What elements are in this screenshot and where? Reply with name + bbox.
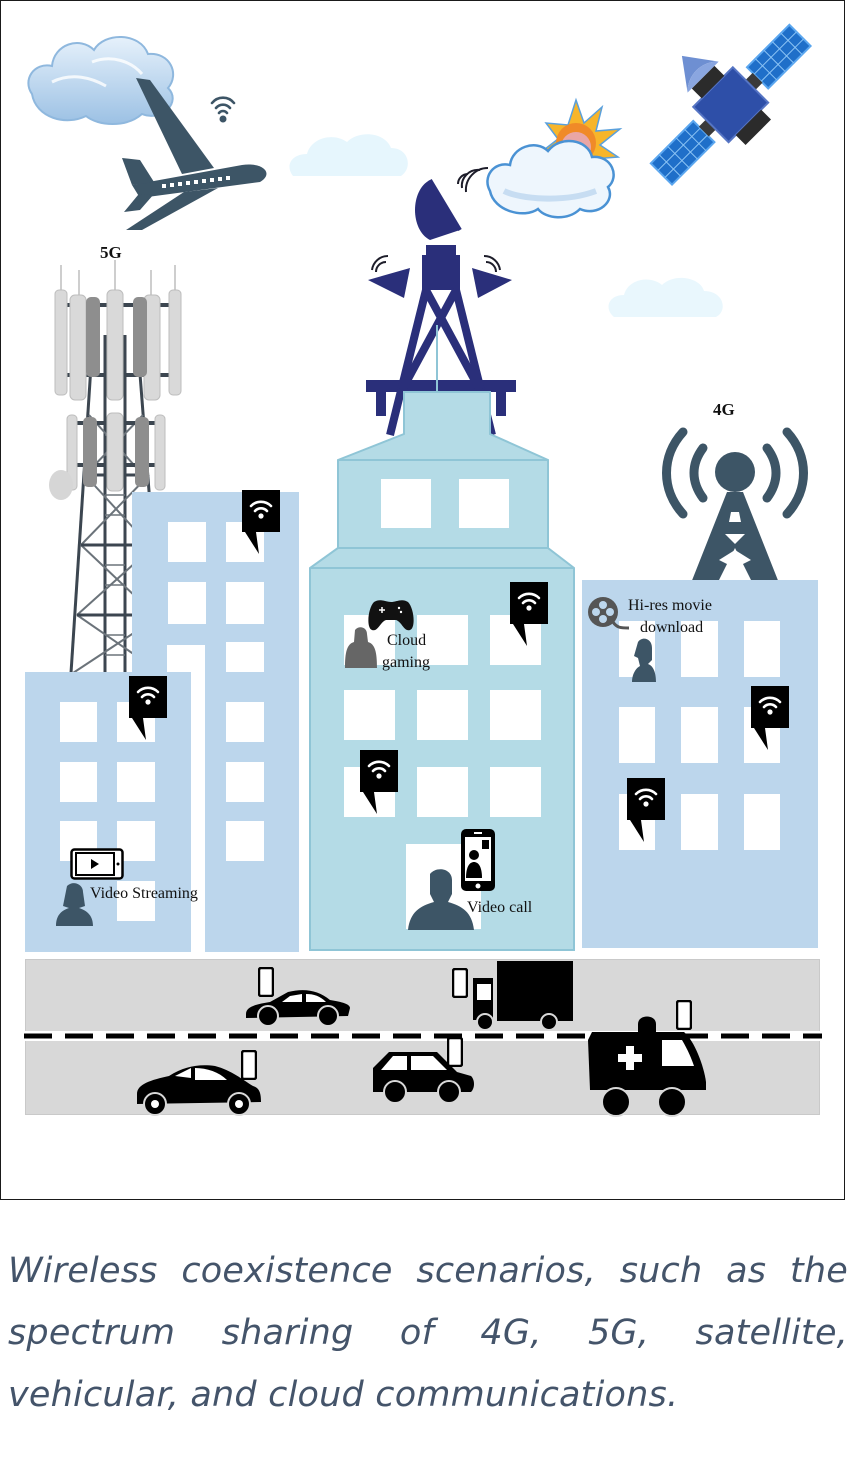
window	[490, 690, 541, 740]
window	[744, 794, 780, 850]
satellite-icon	[649, 23, 813, 187]
ambulance-icon	[588, 1016, 706, 1117]
smartphone-video-call-icon	[461, 829, 495, 891]
smartphone-icon	[447, 1037, 463, 1067]
window	[226, 821, 264, 861]
wifi-access-point-icon	[627, 778, 665, 842]
game-controller-icon	[368, 600, 414, 631]
window	[60, 762, 97, 802]
tower-4g-label: 4G	[713, 400, 735, 419]
wifi-access-point-icon	[510, 582, 548, 646]
window	[681, 707, 718, 763]
window	[681, 621, 718, 677]
sedan-car-icon	[246, 990, 350, 1027]
window	[459, 479, 509, 528]
video-call-label: Video call	[467, 899, 533, 916]
window	[417, 690, 468, 740]
tower-5g-label: 5G	[100, 243, 122, 262]
faint-cloud-icon	[289, 134, 408, 176]
window	[117, 881, 155, 921]
window	[60, 702, 97, 742]
sun-behind-cloud-icon	[486, 97, 623, 219]
window	[417, 767, 468, 817]
movie-download-label-line1: Hi-res movie	[628, 597, 712, 614]
window	[168, 582, 206, 624]
smartphone-icon	[258, 967, 274, 997]
window	[226, 762, 264, 802]
airplane-icon	[122, 78, 267, 230]
window	[417, 615, 468, 665]
man-profile-user-icon	[632, 638, 656, 682]
wifi-icon	[210, 96, 236, 123]
wireless-scene: 5G	[22, 23, 824, 1117]
man-user-icon	[408, 869, 474, 930]
satellite-ground-station-icon	[366, 166, 516, 436]
cloud-gaming-label-line2: gaming	[382, 654, 430, 671]
wifi-access-point-icon	[242, 490, 280, 554]
wifi-access-point-icon	[360, 750, 398, 814]
truck-icon	[473, 961, 573, 1031]
cloud-gaming-label-line1: Cloud	[387, 632, 427, 649]
faint-cloud-icon	[608, 277, 723, 317]
lane-divider	[22, 1031, 824, 1041]
figure-caption: Wireless coexistence scenarios, such as …	[8, 1251, 848, 1415]
video-streaming-label: Video Streaming	[90, 885, 198, 902]
window	[681, 794, 718, 850]
window	[226, 582, 264, 624]
girl-user-icon	[345, 627, 377, 668]
cell-tower-5g-icon	[49, 260, 182, 674]
woman-user-icon	[56, 883, 93, 926]
tablet-video-icon	[70, 848, 124, 880]
sedan-car-icon	[137, 1065, 261, 1116]
window	[381, 479, 431, 528]
film-reel-icon	[588, 597, 630, 630]
window	[344, 690, 395, 740]
hatchback-car-icon	[373, 1052, 474, 1104]
window	[490, 767, 541, 817]
smartphone-icon	[241, 1050, 257, 1080]
cloud-icon	[27, 36, 175, 125]
window	[744, 621, 780, 677]
broadcast-tower-4g-icon	[662, 427, 808, 588]
building-left-front	[25, 672, 191, 952]
window	[619, 707, 655, 763]
smartphone-icon	[452, 968, 468, 998]
window	[226, 702, 264, 742]
wifi-access-point-icon	[751, 686, 789, 750]
wifi-access-point-icon	[129, 676, 167, 740]
movie-download-label-line2: download	[640, 619, 704, 636]
window	[168, 522, 206, 562]
smartphone-icon	[676, 1000, 692, 1030]
window	[117, 762, 155, 802]
